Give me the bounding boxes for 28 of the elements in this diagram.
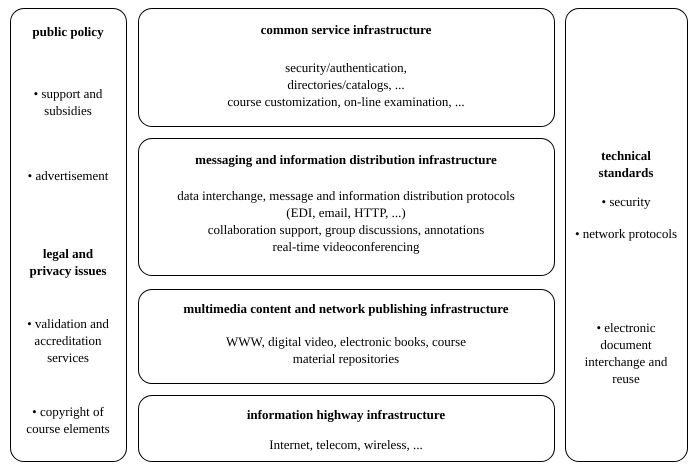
layer-item: directories/catalogs, ...: [286, 76, 406, 93]
side-panel: [10, 8, 127, 462]
panel-heading: technical standards: [598, 147, 654, 181]
bullet-item: • network protocols: [574, 225, 678, 242]
layer-item: collaboration support, group discussions, annotations: [206, 221, 486, 238]
panel-heading: public policy: [31, 23, 105, 40]
layer-item: data interchange, message and information distribution protocols (EDI, email, HTTP, ...): [176, 187, 516, 221]
side-panel: [565, 8, 688, 462]
panel-heading: legal and privacy issues: [28, 245, 108, 279]
bullet-item: • electronic document interchange and reuse: [584, 319, 668, 387]
layer-item: WWW, digital video, electronic books, course material repositories: [225, 333, 467, 367]
layer-item: Internet, telecom, wireless, ...: [268, 436, 424, 453]
layer-heading: messaging and information distribution infrastructure: [194, 151, 498, 168]
layer-item: security/authentication,: [284, 59, 408, 76]
layer-box: [138, 138, 555, 276]
layer-heading: information highway infrastructure: [246, 406, 446, 423]
bullet-item: • security: [600, 193, 652, 210]
layer-item: real-time videoconferencing: [272, 238, 420, 255]
layer-heading: common service infrastructure: [260, 21, 432, 38]
bullet-item: • copyright of course elements: [25, 403, 111, 437]
bullet-item: • advertisement: [26, 167, 110, 184]
bullet-item: • validation and accreditation services: [26, 315, 110, 366]
layer-box: [138, 289, 555, 384]
bullet-item: • support and subsidies: [32, 85, 104, 119]
layer-box: [138, 8, 555, 127]
layer-item: course customization, on-line examination, ...: [226, 93, 466, 110]
layer-heading: multimedia content and network publishing infrastructure: [182, 300, 510, 317]
layer-box: [138, 395, 555, 462]
